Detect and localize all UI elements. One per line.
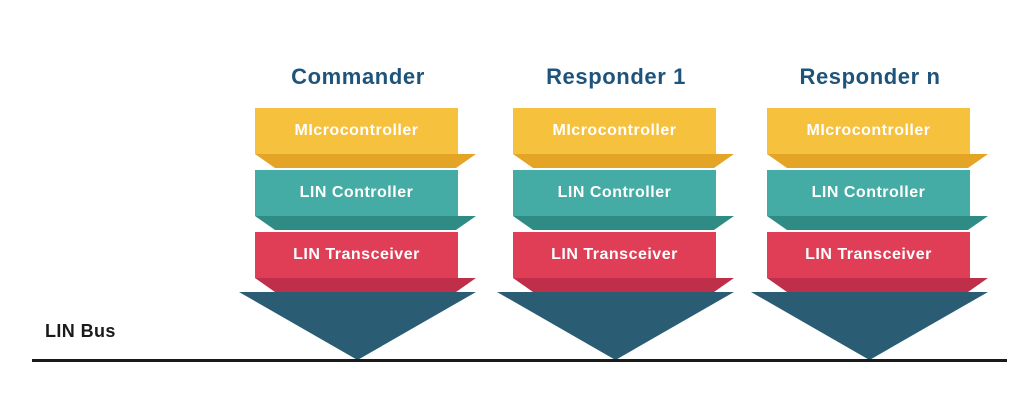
banner-lin-controller: LIN Controller — [496, 170, 736, 230]
lin-bus-label: LIN Bus — [45, 321, 116, 341]
banner-lin-transceiver: LIN Transceiver — [750, 232, 990, 292]
banner-label-lin-transceiver: LIN Transceiver — [805, 246, 932, 263]
banner-label-microcontroller: MIcrocontroller — [552, 122, 677, 139]
banner-lin-transceiver: LIN Transceiver — [496, 232, 736, 292]
column-title-responder-n: Responder n — [799, 64, 941, 89]
down-arrow-icon — [239, 292, 476, 360]
banner-fold — [767, 154, 988, 168]
banner-lin-transceiver: LIN Transceiver — [238, 232, 478, 292]
banner-fold — [513, 278, 734, 292]
lin-bus-line — [32, 359, 1007, 362]
down-arrow-icon — [497, 292, 734, 360]
banner-label-lin-controller: LIN Controller — [811, 184, 926, 201]
banner-label-microcontroller: MIcrocontroller — [806, 122, 931, 139]
column-title-commander: Commander — [291, 64, 425, 89]
banner-fold — [513, 216, 734, 230]
responder-1-column: Responder 1 MIcrocontroller LIN Controll… — [496, 64, 736, 364]
banner-label-lin-controller: LIN Controller — [557, 184, 672, 201]
commander-column: Commander MIcrocontroller LIN Controller… — [238, 64, 478, 364]
banner-fold — [255, 154, 476, 168]
banner-fold — [767, 216, 988, 230]
banner-fold — [767, 278, 988, 292]
banner-microcontroller: MIcrocontroller — [496, 108, 736, 168]
banner-label-lin-transceiver: LIN Transceiver — [551, 246, 678, 263]
down-arrow-icon — [751, 292, 988, 360]
column-title-responder-1: Responder 1 — [546, 64, 686, 89]
banner-microcontroller: MIcrocontroller — [238, 108, 478, 168]
banner-label-microcontroller: MIcrocontroller — [294, 122, 419, 139]
banner-lin-controller: LIN Controller — [750, 170, 990, 230]
banner-label-lin-controller: LIN Controller — [299, 184, 414, 201]
banner-fold — [255, 216, 476, 230]
banner-fold — [255, 278, 476, 292]
banner-label-lin-transceiver: LIN Transceiver — [293, 246, 420, 263]
banner-lin-controller: LIN Controller — [238, 170, 478, 230]
banner-microcontroller: MIcrocontroller — [750, 108, 990, 168]
responder-n-column: Responder n MIcrocontroller LIN Controll… — [750, 64, 990, 364]
banner-fold — [513, 154, 734, 168]
